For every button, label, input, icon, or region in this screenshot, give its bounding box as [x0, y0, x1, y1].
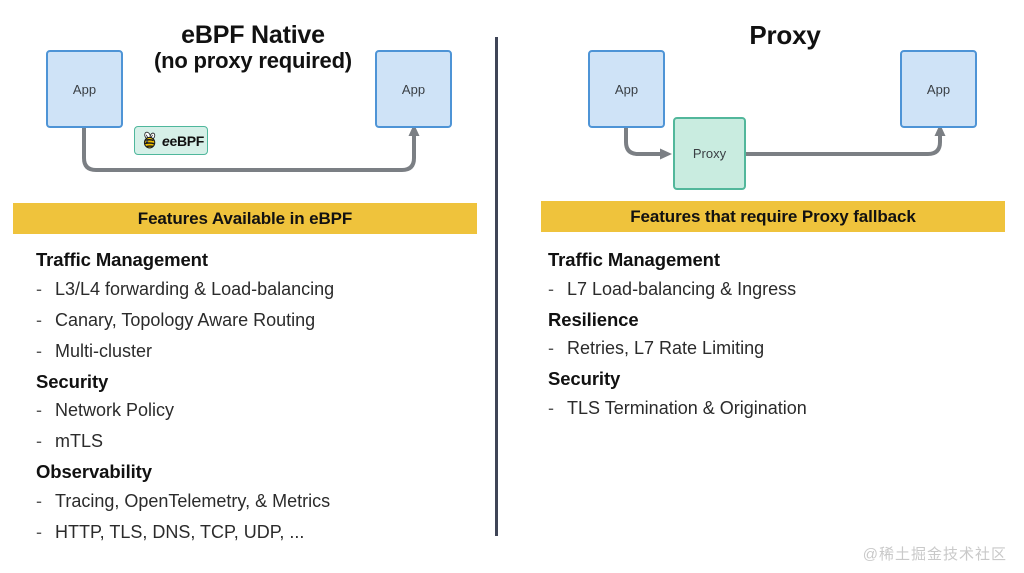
- center-divider: [495, 37, 498, 536]
- ebpf-badge-text: eBPF: [169, 132, 205, 149]
- proxy-label: Proxy: [692, 146, 727, 161]
- bullet-dash: -: [36, 309, 42, 330]
- bee-icon: [143, 131, 156, 149]
- feature-group-heading: Security: [548, 368, 621, 389]
- watermark: @稀土掘金技术社区: [862, 546, 1007, 563]
- feature-group-heading: Traffic Management: [36, 249, 208, 270]
- panel-ebpf-native: eBPF Native (no proxy required) App App: [0, 0, 496, 573]
- right-section-header-bar: Features that require Proxy fallback: [541, 201, 1005, 232]
- feature-item: - L3/L4 forwarding & Load-balancing: [36, 280, 476, 298]
- feature-group-heading: Traffic Management: [548, 249, 720, 270]
- left-diagram-app-box-1: App: [46, 50, 123, 128]
- left-feature-list: Traffic Management - L3/L4 forwarding & …: [36, 249, 476, 554]
- right-section-header-label: Features that require Proxy fallback: [630, 206, 916, 226]
- feature-item: - Canary, Topology Aware Routing: [36, 311, 476, 329]
- right-diagram: App Proxy App: [0, 0, 1024, 200]
- left-diagram: App App: [0, 0, 496, 200]
- bullet-dash: -: [36, 400, 42, 420]
- bullet-dash: -: [548, 278, 554, 299]
- feature-item: - TLS Termination & Origination: [548, 399, 998, 417]
- feature-item: - HTTP, TLS, DNS, TCP, UDP, ...: [36, 523, 476, 541]
- feature-item-label: L7 Load-balancing & Ingress: [567, 278, 797, 299]
- feature-item: - Retries, L7 Rate Limiting: [548, 339, 998, 357]
- feature-item-label: Retries, L7 Rate Limiting: [567, 338, 765, 358]
- feature-item-label: Network Policy: [55, 400, 175, 420]
- left-diagram-app-box-2: App: [375, 50, 452, 128]
- ebpf-badge: eeBPF: [134, 126, 208, 155]
- feature-item: - Network Policy: [36, 401, 476, 419]
- bullet-dash: -: [36, 431, 42, 451]
- feature-group-heading: Observability: [36, 461, 152, 482]
- left-panel-title: eBPF Native (no proxy required): [88, 21, 418, 74]
- feature-item: - mTLS: [36, 432, 476, 450]
- right-feature-list: Traffic Management - L7 Load-balancing &…: [548, 249, 998, 430]
- app-label: App: [926, 81, 951, 97]
- bullet-dash: -: [36, 521, 42, 542]
- feature-item: - Multi-cluster: [36, 342, 476, 360]
- app-label: App: [72, 81, 97, 97]
- feature-item: - Tracing, OpenTelemetry, & Metrics: [36, 492, 476, 510]
- right-panel-title: Proxy: [749, 20, 821, 50]
- right-diagram-connector: [624, 124, 946, 160]
- feature-item-label: TLS Termination & Origination: [567, 397, 807, 418]
- feature-group-heading: Resilience: [548, 308, 639, 330]
- bullet-dash: -: [36, 340, 42, 361]
- bullet-dash: -: [36, 490, 42, 511]
- left-section-header-bar: Features Available in eBPF: [13, 203, 477, 234]
- feature-item-label: L3/L4 forwarding & Load-balancing: [55, 278, 335, 299]
- feature-item-label: Tracing, OpenTelemetry, & Metrics: [55, 490, 331, 511]
- left-section-header-label: Features Available in eBPF: [137, 208, 353, 228]
- feature-item-label: mTLS: [55, 431, 104, 451]
- app-label: App: [401, 81, 426, 97]
- app-label: App: [614, 81, 639, 97]
- left-diagram-connector: [82, 124, 420, 172]
- feature-item-label: Canary, Topology Aware Routing: [55, 309, 316, 330]
- bullet-dash: -: [548, 397, 554, 418]
- left-title-subtitle: (no proxy required): [154, 48, 352, 73]
- bullet-dash: -: [36, 278, 42, 299]
- right-diagram-app-box-1: App: [588, 50, 665, 128]
- feature-item: - L7 Load-balancing & Ingress: [548, 280, 998, 298]
- right-diagram-app-box-2: App: [900, 50, 977, 128]
- feature-item-label: HTTP, TLS, DNS, TCP, UDP, ...: [55, 521, 305, 542]
- right-diagram-proxy-box: Proxy: [673, 117, 746, 190]
- left-title-main: eBPF Native: [181, 21, 325, 49]
- bullet-dash: -: [548, 338, 554, 358]
- ebpf-badge-label: eeBPF: [161, 132, 205, 149]
- feature-group-heading: Security: [36, 370, 109, 392]
- feature-item-label: Multi-cluster: [55, 340, 153, 361]
